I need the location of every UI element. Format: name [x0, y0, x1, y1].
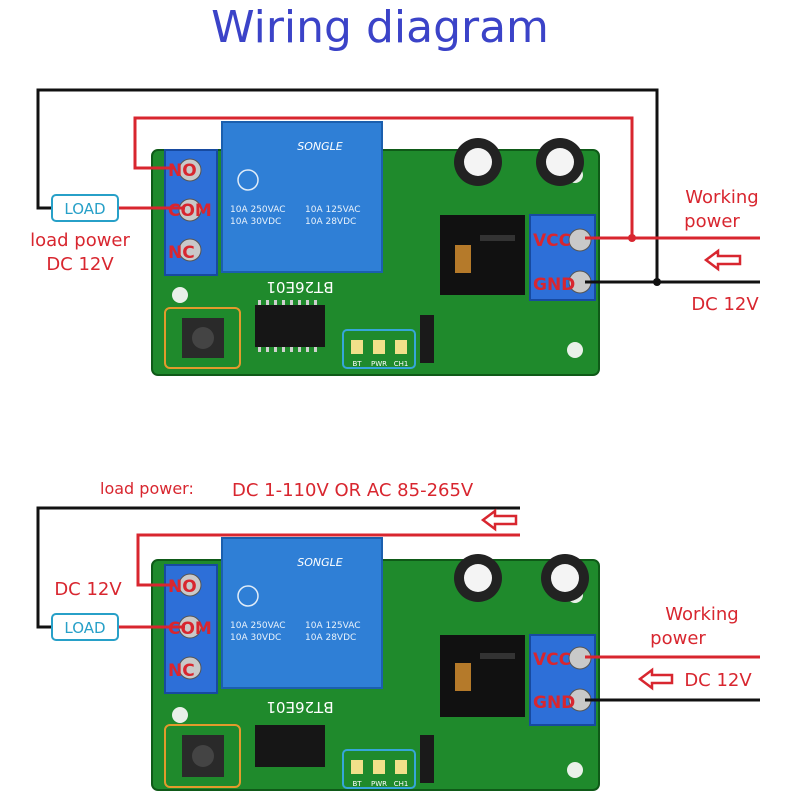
load-box — [51, 613, 119, 641]
power-terminal-block-2 — [529, 634, 596, 726]
wires-2 — [36, 506, 760, 702]
ic-chip — [255, 300, 325, 352]
bluetooth-module — [440, 215, 525, 295]
led-label-bt: BT — [352, 780, 362, 788]
terminal-label-vcc: VCC — [533, 231, 571, 251]
relay-rating: 10A 30VDC — [230, 217, 281, 227]
power-voltage-label: DC 12V — [691, 294, 759, 315]
relay-rating: 10A 250VAC — [230, 621, 286, 631]
relay-rating: 10A 30VDC — [230, 633, 281, 643]
relay-rating: 10A 28VDC — [305, 217, 356, 227]
reset-button-icon — [164, 307, 241, 369]
load-box — [51, 194, 119, 222]
red-wire — [136, 533, 520, 587]
capacitor-icon — [454, 138, 502, 186]
load-label: LOAD — [64, 619, 105, 637]
power-voltage-label: DC 12V — [684, 670, 752, 691]
load-power-range: DC 1-110V OR AC 85-265V — [232, 480, 474, 501]
terminal-label-nc: NC — [168, 661, 195, 681]
status-leds — [342, 329, 416, 369]
working-power-label: power — [684, 211, 740, 232]
terminal-label-gnd: GND — [533, 693, 575, 713]
bluetooth-module — [440, 635, 525, 717]
relay-terminal-block-1 — [164, 149, 218, 276]
header-pins — [420, 315, 434, 363]
led-label-pwr: PWR — [371, 360, 387, 368]
load-power-label: load power — [30, 230, 130, 251]
working-power-label: Working — [685, 187, 758, 208]
black-wire — [36, 506, 520, 629]
left-arrow-icon — [637, 667, 674, 691]
power-terminal-block-1 — [529, 214, 596, 301]
page-title: Wiring diagram — [211, 2, 549, 53]
capacitor-icon — [536, 138, 584, 186]
capacitor-icon — [454, 554, 502, 602]
black-wire — [36, 88, 760, 284]
relay-2: SONGLE 10A 250VAC 10A 125VAC 10A 30VDC 1… — [221, 537, 383, 689]
header-pins — [420, 735, 434, 783]
working-power-label: Working — [665, 604, 738, 625]
relay-brand: SONGLE — [297, 140, 343, 153]
terminal-label-no: NO — [168, 161, 197, 181]
left-arrow-icon — [480, 508, 518, 532]
working-power-label: power — [650, 628, 706, 649]
relay-brand: SONGLE — [297, 556, 343, 569]
terminal-label-com: COM — [168, 619, 212, 639]
ic-chip — [255, 725, 325, 767]
reset-button-icon — [164, 724, 241, 788]
board-model-label: BT26E01 — [266, 278, 333, 296]
terminal-label-no: NO — [168, 577, 197, 597]
relay-1: SONGLE 10A 250VAC 10A 125VAC 10A 30VDC 1… — [221, 121, 383, 273]
load-power-voltage: DC 12V — [46, 254, 114, 275]
relay-rating: 10A 125VAC — [305, 205, 361, 215]
relay-rating: 10A 28VDC — [305, 633, 356, 643]
wires-1 — [36, 88, 760, 286]
terminal-label-com: COM — [168, 201, 212, 221]
diagram-1: BT PWR CH1 BT26E01 SONGLE 10A 250VAC 10A… — [30, 88, 760, 376]
red-wire — [133, 116, 760, 240]
left-arrow-icon — [703, 248, 742, 272]
led-label-pwr: PWR — [371, 780, 387, 788]
terminal-label-gnd: GND — [533, 275, 575, 295]
terminal-label-vcc: VCC — [533, 650, 571, 670]
board-model-label: BT26E01 — [266, 698, 333, 716]
load-power-prefix: load power: — [100, 479, 194, 498]
diagram-2: BT PWR CH1 BT26E01 SONGLE 10A 250VAC 10A… — [36, 479, 760, 791]
load-power-voltage: DC 12V — [54, 579, 122, 600]
relay-rating: 10A 250VAC — [230, 205, 286, 215]
led-label-bt: BT — [352, 360, 362, 368]
load-label: LOAD — [64, 200, 105, 218]
led-label-ch1: CH1 — [394, 360, 409, 368]
terminal-label-nc: NC — [168, 243, 195, 263]
capacitor-icon — [541, 554, 589, 602]
relay-rating: 10A 125VAC — [305, 621, 361, 631]
status-leds — [342, 749, 416, 789]
led-label-ch1: CH1 — [394, 780, 409, 788]
relay-terminal-block-2 — [164, 564, 218, 694]
